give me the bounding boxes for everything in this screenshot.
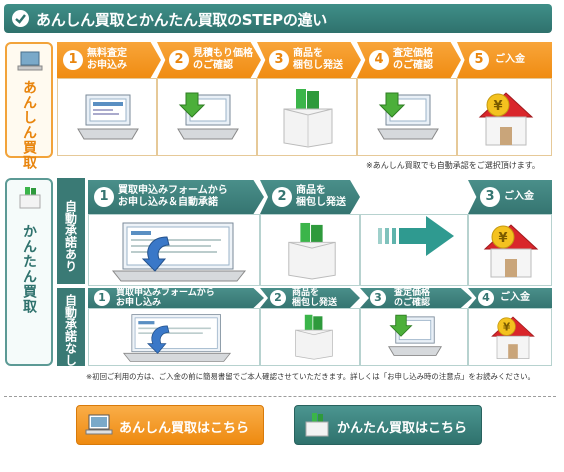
kantan-side-label: かんたん買取 — [5, 178, 53, 366]
kantan-row2-panel-4: ¥ — [468, 308, 552, 366]
box-icon — [291, 311, 337, 363]
anshin-panel-5: ¥ — [457, 78, 552, 156]
kantan-row1-step-3: 3 ご入金 — [468, 180, 552, 214]
anshin-panel-3 — [257, 78, 357, 156]
svg-text:¥: ¥ — [498, 231, 507, 246]
step-number: 3 — [370, 290, 386, 306]
anshin-panel-1 — [57, 78, 157, 156]
page-header: あんしん買取とかんたん買取のSTEPの違い — [4, 4, 552, 33]
kantan-note: ※初回ご利用の方は、ご入金の前に簡易書留でご本人確認させていただきます。詳しくは… — [86, 372, 535, 381]
laptop-download-icon — [376, 91, 440, 145]
step-label: 見積もり価格のご確認 — [193, 48, 253, 71]
step-label: 無料査定お申込み — [87, 48, 127, 71]
kantan-row2-label: 自動承諾なし — [57, 288, 85, 366]
laptop-icon — [85, 412, 113, 438]
laptop-form-icon — [109, 221, 249, 283]
anshin-step-4: 4 査定価格のご確認 — [357, 42, 461, 78]
house-yen-icon: ¥ — [476, 87, 536, 149]
anshin-title: あんしん買取 — [21, 80, 37, 170]
step-number: 3 — [480, 187, 500, 207]
kantan-row2-step-1: 1 買取申込みフォームからお申し込み — [88, 288, 264, 308]
kantan-button[interactable]: かんたん買取はこちら — [294, 405, 482, 445]
kantan-row2-panel-2 — [260, 308, 360, 366]
step-number: 2 — [270, 290, 286, 306]
step-number: 4 — [478, 290, 494, 306]
anshin-step-2: 2 見積もり価格のご確認 — [157, 42, 261, 78]
laptop-download-icon — [387, 313, 443, 361]
step-label: 査定価格のご確認 — [394, 288, 431, 308]
box-icon — [283, 219, 341, 283]
divider — [4, 396, 556, 397]
box-icon — [303, 412, 331, 438]
arrow-right-icon — [378, 214, 456, 258]
house-yen-icon: ¥ — [481, 219, 541, 281]
kantan-row2-step-3: 3 査定価格のご確認 — [360, 288, 472, 308]
step-label: 商品を梱包し発送 — [292, 288, 338, 308]
anshin-button-label: あんしん買取はこちら — [119, 421, 250, 436]
anshin-panel-2 — [157, 78, 257, 156]
step-label: ご入金 — [504, 191, 534, 202]
house-yen-icon: ¥ — [489, 311, 537, 363]
step-number: 2 — [169, 50, 189, 70]
step-label: 買取申込みフォームからお申し込み — [116, 288, 215, 308]
box-icon — [17, 186, 43, 210]
kantan-row1-panel-3: ¥ — [468, 214, 552, 286]
step-label: 商品を梱包し発送 — [296, 185, 346, 208]
step-number: 3 — [269, 50, 289, 70]
laptop-download-icon — [176, 91, 240, 145]
step-label: 買取申込みフォームからお申し込み＆自動承諾 — [118, 185, 228, 208]
laptop-icon — [76, 91, 140, 145]
kantan-row2-step-2: 2 商品を梱包し発送 — [260, 288, 360, 308]
step-label: 商品を梱包し発送 — [293, 48, 343, 71]
kantan-row1-step-1: 1 買取申込みフォームからお申し込み＆自動承諾 — [88, 180, 264, 214]
kantan-button-label: かんたん買取はこちら — [337, 421, 468, 436]
step-label: ご入金 — [495, 54, 525, 65]
anshin-step-3: 3 商品を梱包し発送 — [257, 42, 361, 78]
laptop-form-icon — [117, 313, 237, 363]
page-title: あんしん買取とかんたん買取のSTEPの違い — [36, 11, 327, 29]
svg-text:¥: ¥ — [493, 99, 502, 114]
kantan-row2-panel-1 — [88, 308, 260, 366]
step-number: 1 — [63, 50, 83, 70]
kantan-row2-step-4: 4 ご入金 — [468, 288, 552, 308]
anshin-side-label: あんしん買取 — [5, 42, 53, 170]
kantan-row1-panel-2 — [260, 214, 360, 286]
kantan-row1-panel-1 — [88, 214, 260, 286]
kantan-row1-panel-arrow — [360, 214, 468, 286]
step-number: 2 — [272, 187, 292, 207]
step-label: ご入金 — [500, 292, 530, 303]
step-number: 4 — [369, 50, 389, 70]
box-icon — [278, 87, 338, 149]
step-number: 1 — [94, 187, 114, 207]
step-number: 1 — [94, 290, 110, 306]
kantan-row2-panel-3 — [360, 308, 468, 366]
kantan-title: かんたん買取 — [21, 224, 37, 314]
kantan-row1-label: 自動承諾あり — [57, 178, 85, 284]
step-label: 査定価格のご確認 — [393, 48, 433, 71]
anshin-note: ※あんしん買取でも自動承認をご選択頂けます。 — [366, 161, 540, 170]
kantan-row1-step-2: 2 商品を梱包し発送 — [260, 180, 360, 214]
step-number: 5 — [469, 50, 489, 70]
laptop-icon — [17, 50, 43, 74]
anshin-step-1: 1 無料査定お申込み — [57, 42, 161, 78]
svg-text:¥: ¥ — [503, 322, 511, 334]
anshin-panel-4 — [357, 78, 457, 156]
anshin-button[interactable]: あんしん買取はこちら — [76, 405, 264, 445]
check-icon — [12, 10, 29, 27]
anshin-step-5: 5 ご入金 — [457, 42, 552, 78]
